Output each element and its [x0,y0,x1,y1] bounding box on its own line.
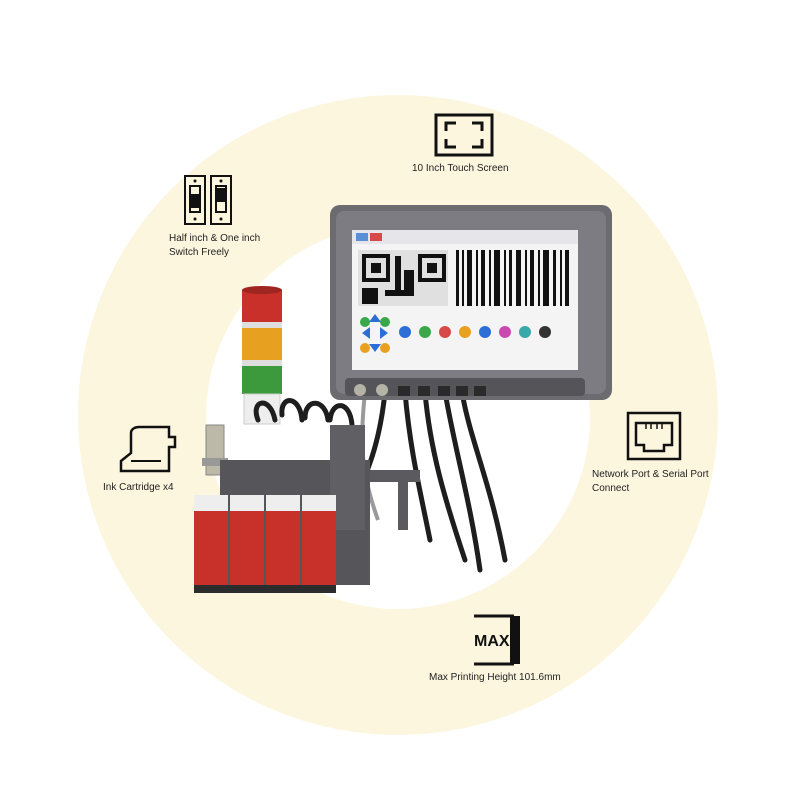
max-height-icon-text: MAX [474,633,510,650]
feature-touch-screen: 10 Inch Touch Screen [412,162,509,176]
feature-network-label-line1: Network Port & Serial Port [592,469,709,480]
sensor [202,424,228,476]
feature-cartridge: Ink Cartridge x4 [103,481,174,495]
feature-max-height: Max Printing Height 101.6mm [429,671,561,685]
feature-switch-label-line2: Switch Freely [169,247,230,258]
feature-network-label-line2: Connect [592,483,630,494]
feature-max-height-label: Max Printing Height 101.6mm [429,672,561,683]
tower-light [242,286,282,425]
switch-icon [183,174,233,226]
network-port-icon [626,411,682,461]
ink-cartridge-icon [117,425,179,475]
touch-screen-monitor [330,205,612,400]
feature-touch-screen-label: 10 Inch Touch Screen [412,163,509,174]
print-heads [194,425,370,593]
cables [253,389,508,573]
feature-switch: Half inch & One inch Switch Freely [169,232,260,260]
touch-screen-icon [434,113,494,157]
feature-cartridge-label: Ink Cartridge x4 [103,482,174,493]
feature-switch-label-line1: Half inch & One inch [169,233,261,244]
max-height-icon: MAX [470,614,526,666]
feature-network: Network Port & Serial Port Connect [592,468,709,496]
